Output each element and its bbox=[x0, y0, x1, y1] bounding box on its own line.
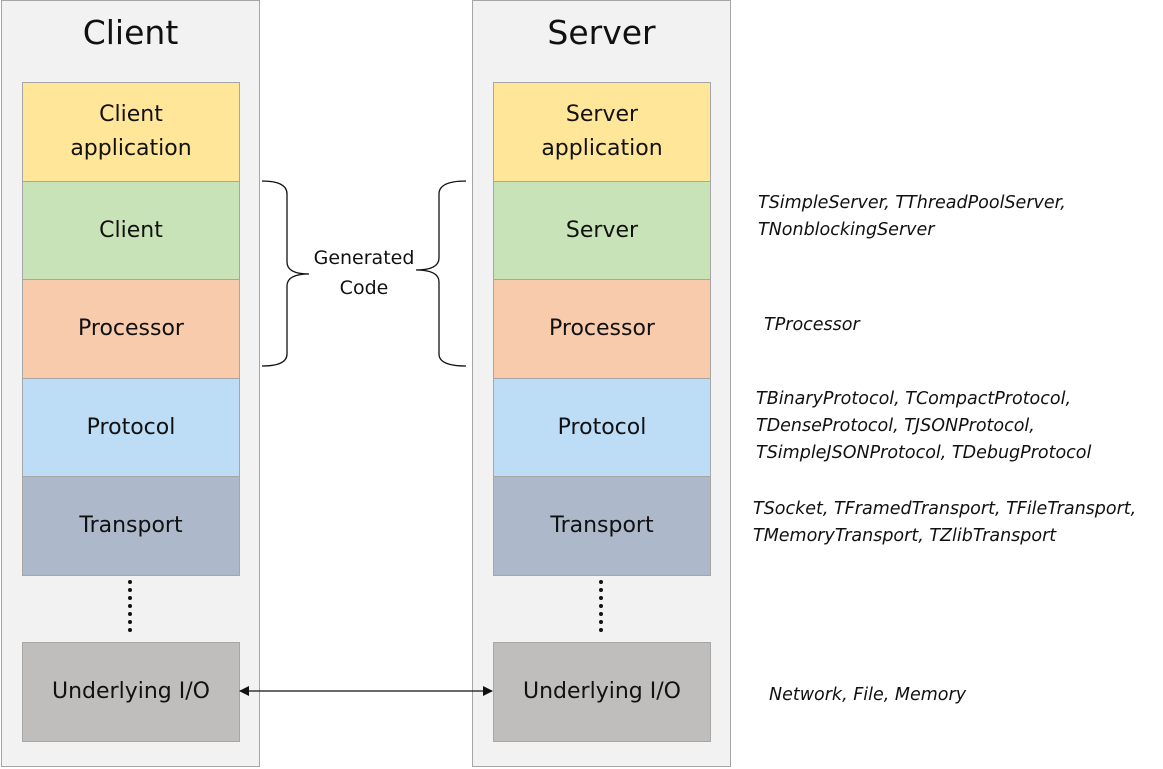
server-protocol-layer: Protocol bbox=[493, 378, 711, 477]
client-stack: Client Client application Client Process… bbox=[1, 0, 260, 767]
client-stack-title: Client bbox=[82, 13, 179, 52]
client-dotted-connector bbox=[128, 580, 132, 632]
server-transport-layer: Transport bbox=[493, 476, 711, 576]
server-stack-title: Server bbox=[547, 13, 656, 52]
client-transport-layer: Transport bbox=[22, 476, 240, 576]
server-implementations-note: TSimpleServer, TThreadPoolServer, TNonbl… bbox=[758, 193, 1066, 240]
io-types-note: Network, File, Memory bbox=[769, 685, 967, 705]
generated-code-label: Generated Code bbox=[313, 247, 415, 299]
client-layer: Client bbox=[22, 181, 240, 280]
server-underlying-io-layer: Underlying I/O bbox=[493, 642, 711, 742]
client-protocol-layer: Protocol bbox=[22, 378, 240, 477]
processor-implementations-note: TProcessor bbox=[764, 315, 860, 335]
protocol-implementations-note: TBinaryProtocol, TCompactProtocol, TDens… bbox=[756, 389, 1092, 463]
server-stack: Server Server application Server Process… bbox=[472, 0, 731, 767]
right-curly-brace bbox=[415, 180, 467, 367]
server-dotted-connector bbox=[599, 580, 603, 632]
server-application-layer: Server application bbox=[493, 82, 711, 182]
transport-implementations-note: TSocket, TFramedTransport, TFileTranspor… bbox=[753, 499, 1137, 546]
left-curly-brace bbox=[261, 180, 310, 367]
server-layer: Server bbox=[493, 181, 711, 280]
server-processor-layer: Processor bbox=[493, 279, 711, 379]
